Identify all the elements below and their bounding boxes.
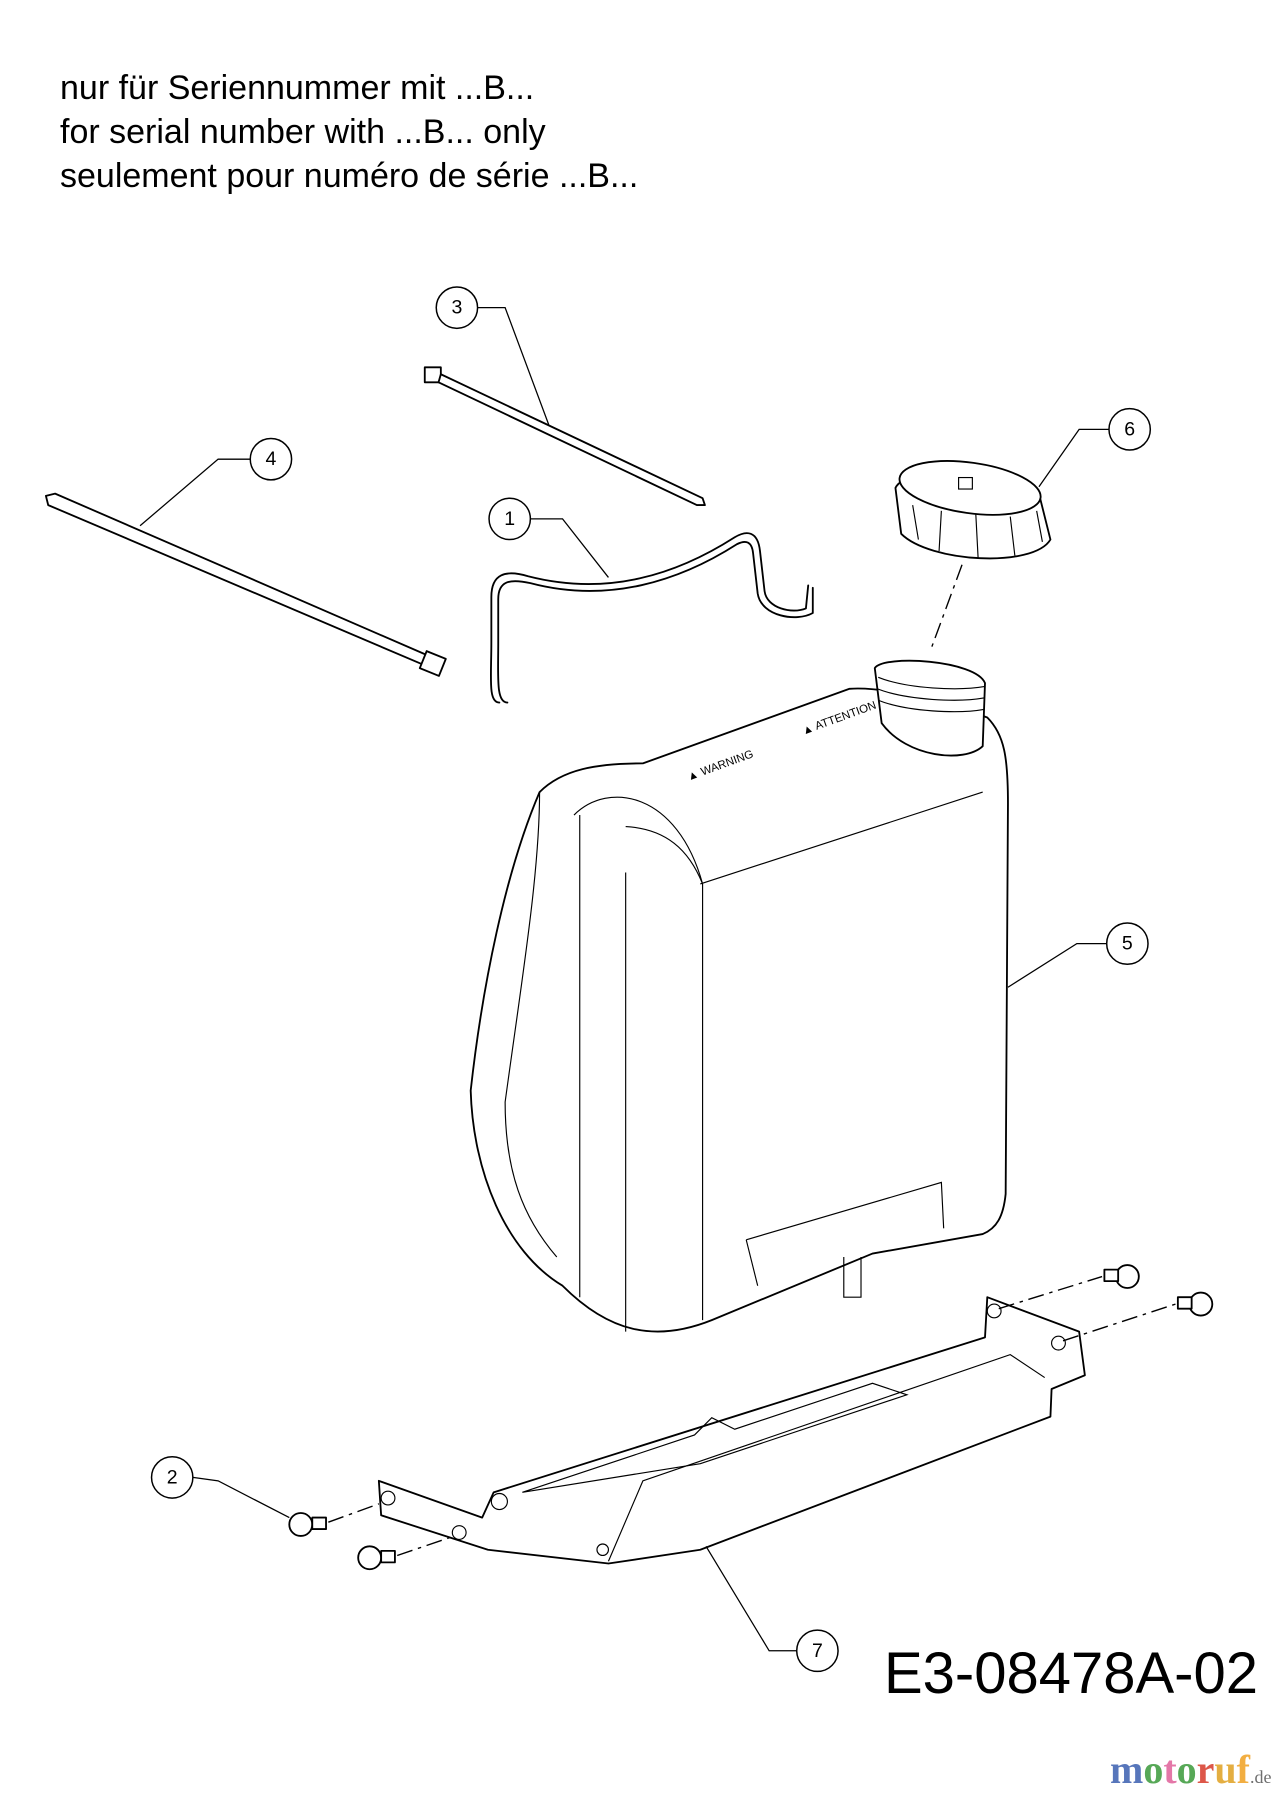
cable-tie-long (45, 492, 447, 677)
callout-6[interactable]: 6 (1108, 407, 1152, 451)
svg-text:5: 5 (1122, 933, 1133, 955)
callout-3[interactable]: 3 (435, 286, 479, 330)
tank-cap (894, 460, 1052, 653)
note-french: seulement pour numéro de série ...B... (60, 157, 639, 195)
note-german: nur für Seriennummer mit ...B... (60, 69, 535, 107)
svg-text:2: 2 (167, 1466, 178, 1488)
tank-mounting-bracket (377, 1296, 1086, 1565)
screws (288, 1264, 1214, 1571)
svg-text:4: 4 (266, 448, 277, 470)
svg-text:6: 6 (1124, 418, 1135, 440)
cable-tie-short (423, 366, 706, 507)
callout-7[interactable]: 7 (795, 1629, 839, 1673)
watermark-logo: motoruf.de (1110, 1747, 1272, 1792)
callout-2[interactable]: 2 (150, 1456, 194, 1499)
svg-text:7: 7 (812, 1640, 823, 1662)
fuel-tank: ▲ WARNING ▲ ATTENTION (469, 659, 1009, 1333)
callout-5[interactable]: 5 (1105, 922, 1149, 966)
drawing-code: E3-08478A-02 (883, 1641, 1258, 1706)
callout-1[interactable]: 1 (488, 497, 532, 541)
svg-text:1: 1 (504, 508, 515, 530)
callout-4[interactable]: 4 (249, 437, 293, 481)
note-english: for serial number with ...B... only (60, 113, 546, 151)
serial-number-note: nur für Seriennummer mit ...B... for ser… (60, 66, 638, 198)
wire-bracket (489, 532, 814, 704)
svg-text:3: 3 (451, 297, 462, 319)
